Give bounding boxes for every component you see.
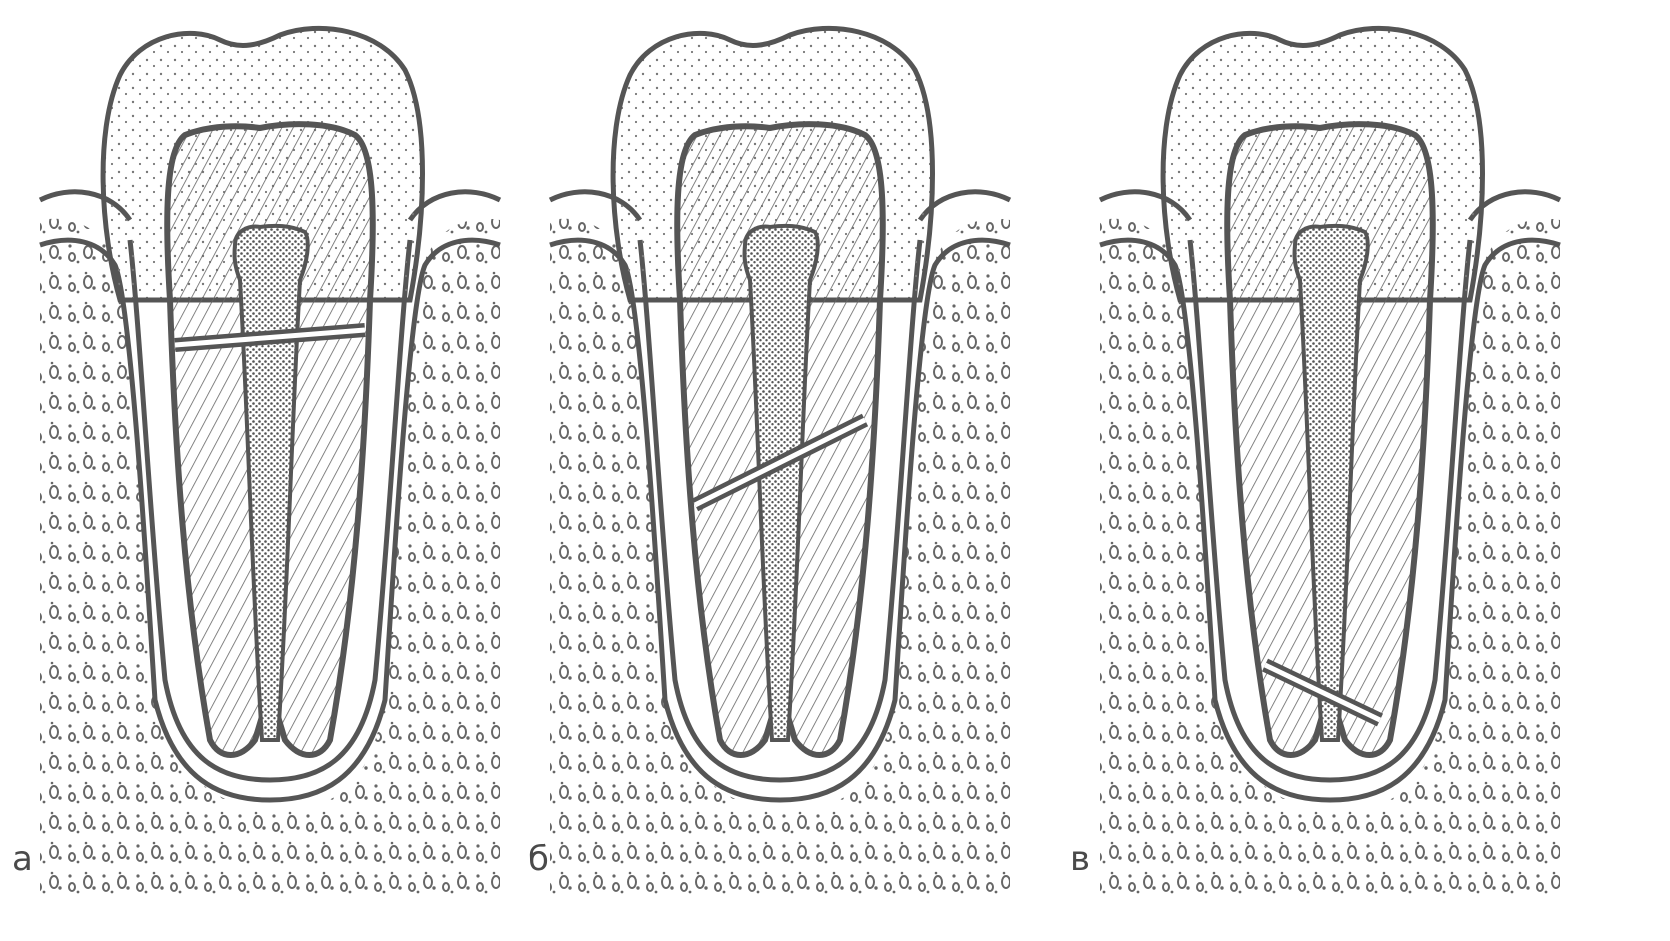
panel-c-tooth <box>1100 28 1560 900</box>
panel-a-tooth <box>40 28 500 900</box>
panel-label-b: б <box>528 842 549 876</box>
panel-label-a: а <box>12 842 33 876</box>
panel-b-tooth <box>550 28 1010 900</box>
panel-label-c: в <box>1070 842 1090 876</box>
